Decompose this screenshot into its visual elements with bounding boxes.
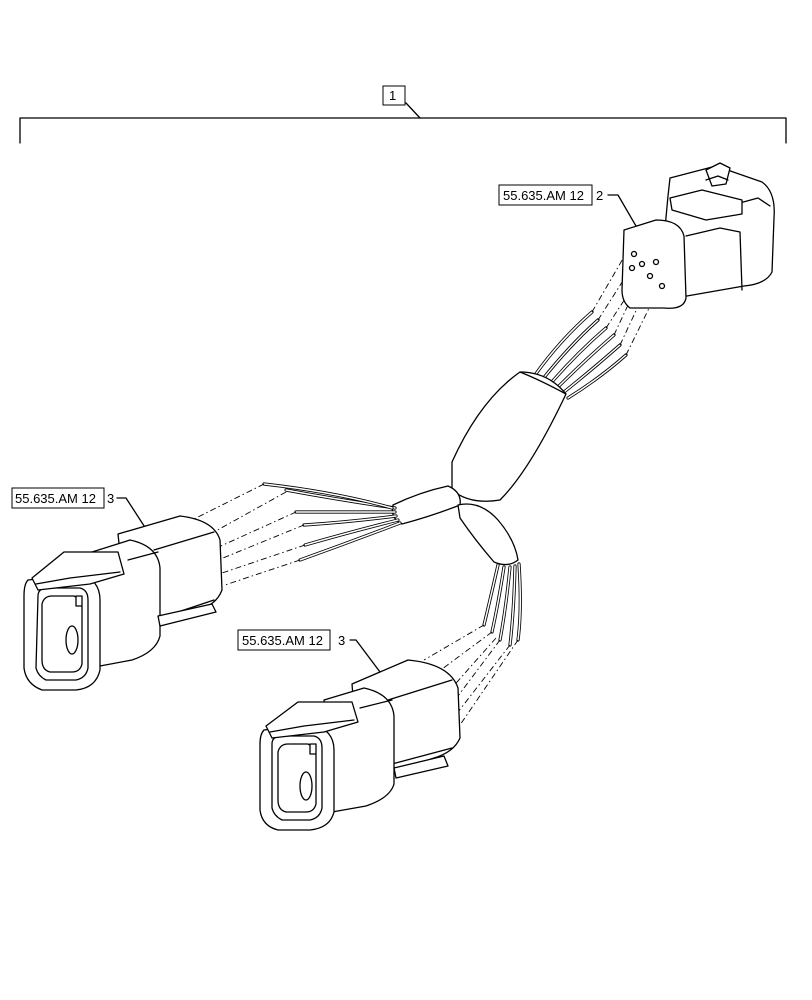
wire-bundle-bottom	[423, 562, 522, 726]
bottom-connector-item: 3	[338, 633, 345, 648]
left-connector-ref: 55.635.AM 12	[15, 491, 96, 506]
assembly-bracket: 1	[19, 85, 787, 144]
assembly-item-callout[interactable]: 1	[382, 85, 406, 106]
top-connector[interactable]	[621, 162, 775, 309]
assembly-item-number: 1	[389, 88, 396, 103]
harness-bottom-sleeve	[457, 503, 519, 566]
callout-bottom-connector[interactable]: 55.635.AM 12 3	[237, 629, 381, 673]
wire-bundle-left	[191, 482, 402, 586]
bottom-connector-ref: 55.635.AM 12	[242, 633, 323, 648]
wire-bundle-top	[533, 249, 659, 400]
harness-trunk-sleeve	[451, 371, 567, 502]
left-connector[interactable]	[23, 515, 223, 691]
harness-left-sleeve	[391, 485, 461, 525]
callout-left-connector[interactable]: 55.635.AM 12 3	[11, 487, 149, 533]
left-connector-item: 3	[107, 491, 114, 506]
top-connector-ref: 55.635.AM 12	[503, 188, 584, 203]
bottom-connector[interactable]	[259, 659, 461, 831]
top-connector-item: 2	[596, 188, 603, 203]
callout-top-connector[interactable]: 55.635.AM 12 2	[498, 184, 637, 227]
